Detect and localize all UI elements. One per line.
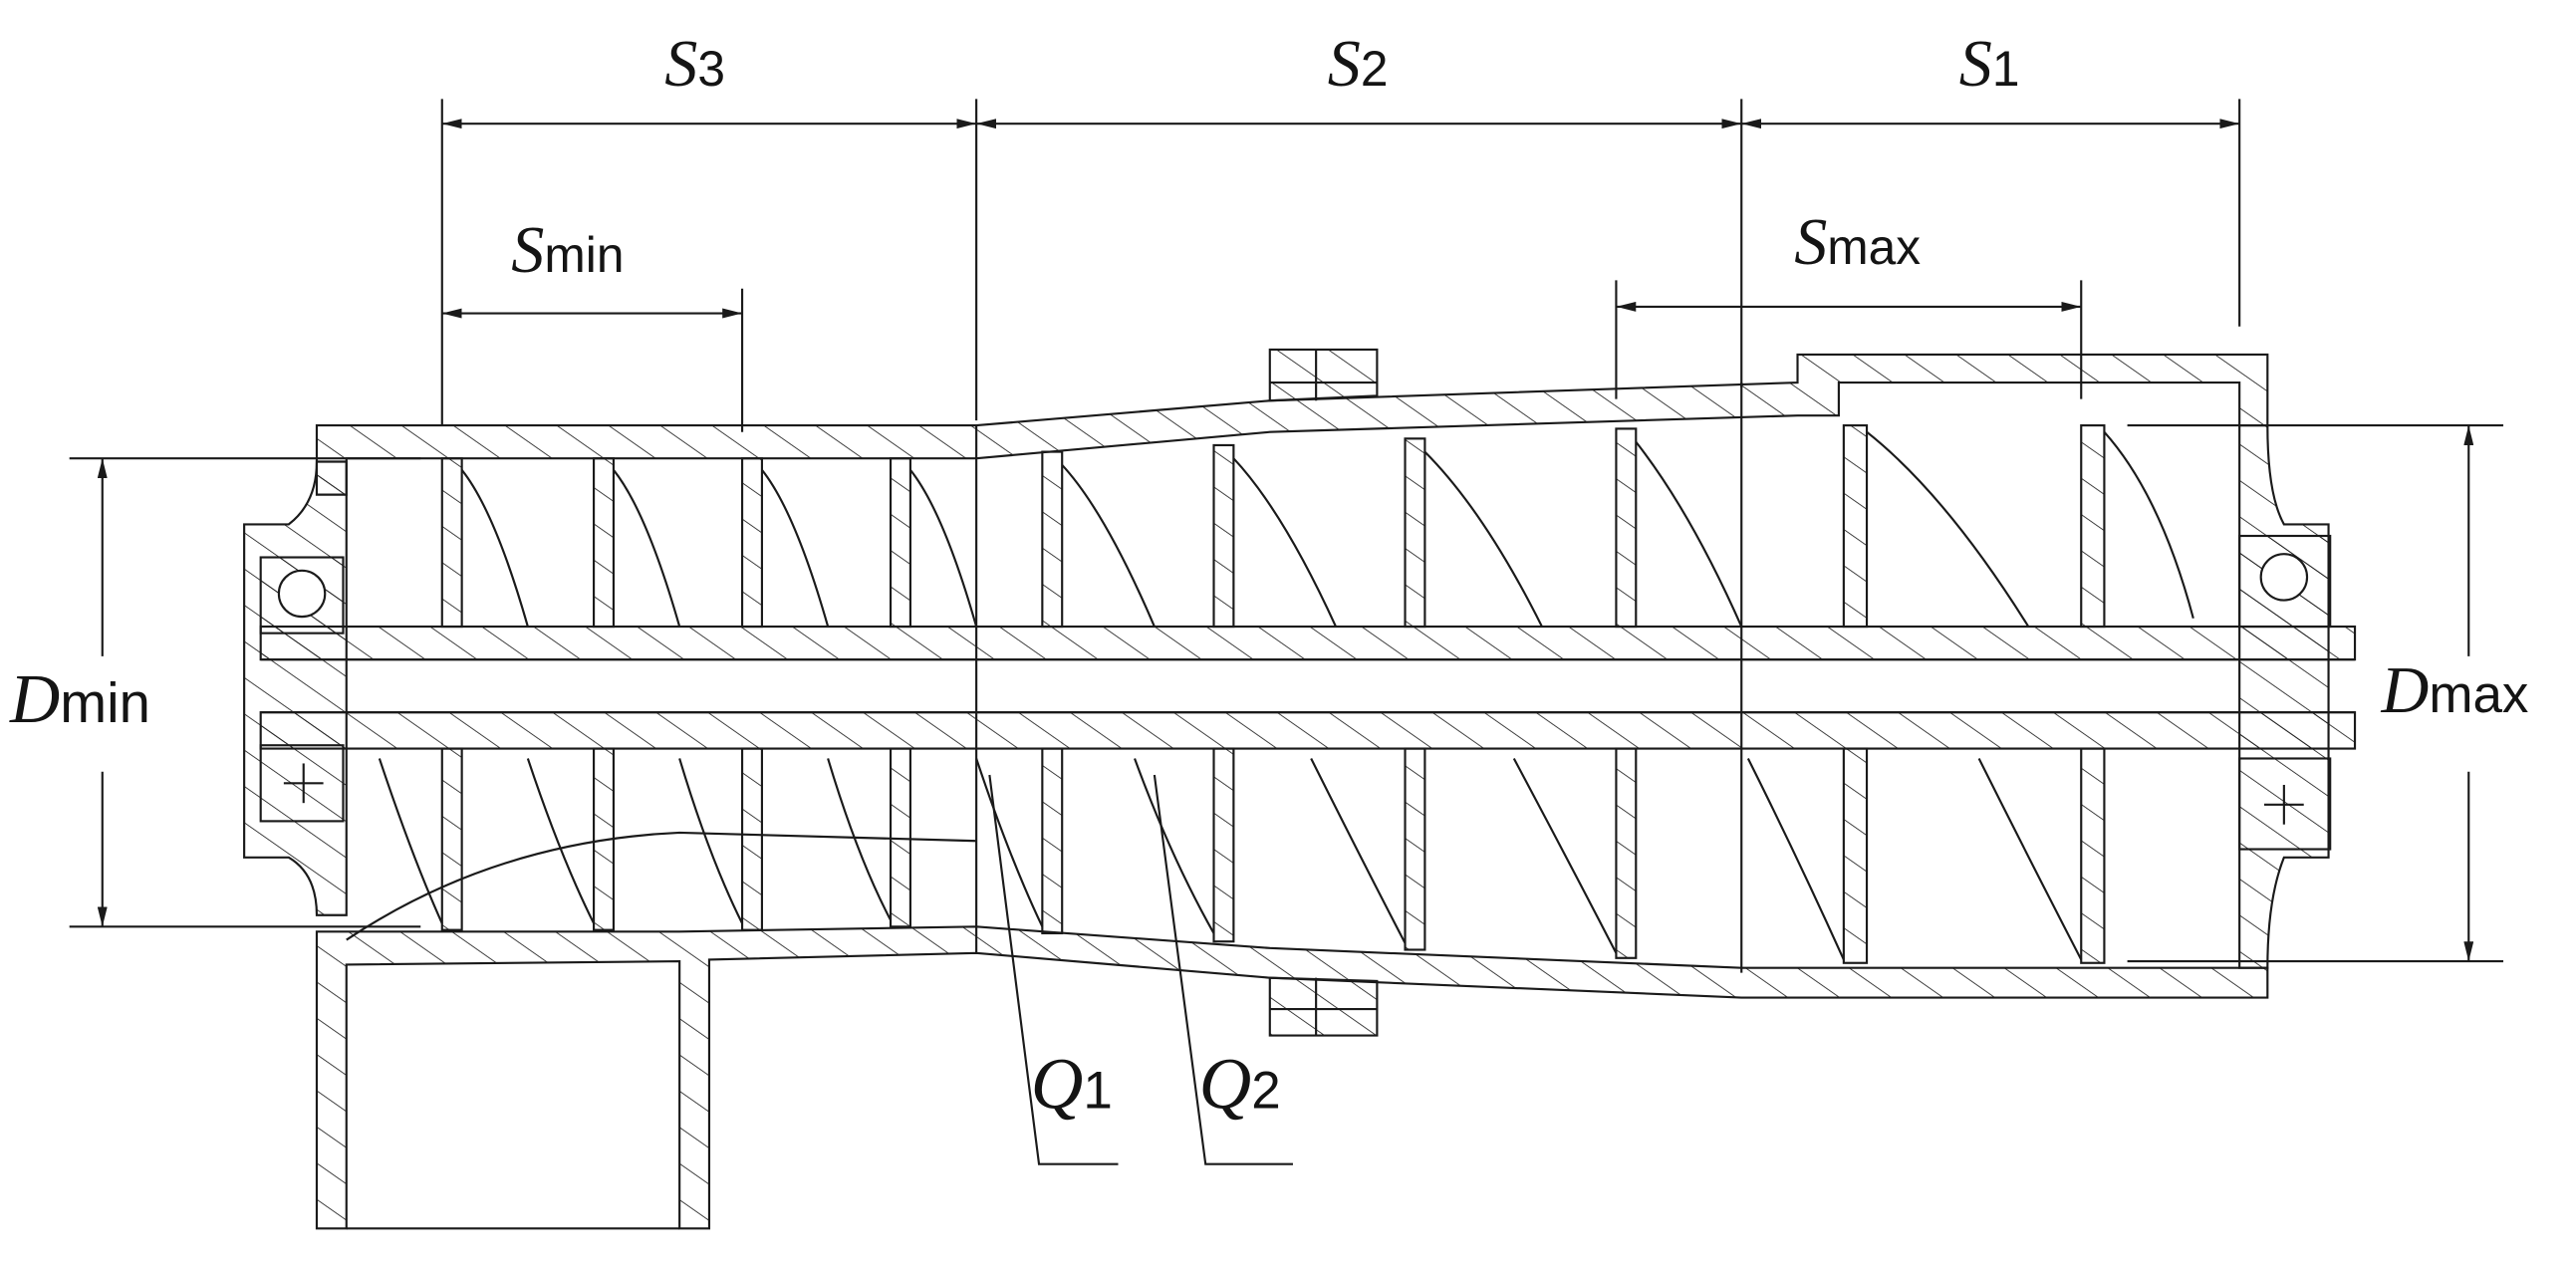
lower-screw-flights: [378, 747, 2106, 964]
left-end-cap: [243, 460, 348, 916]
housing-lower-wall: [315, 831, 2269, 1230]
s3-label: S3: [664, 28, 725, 101]
q2-leader-line: [1153, 774, 1293, 1165]
right-bearing: [2259, 553, 2309, 825]
dimension-lines: [69, 99, 2504, 1165]
smin-label: Smin: [511, 214, 624, 287]
q1-label: Q1: [1031, 1043, 1113, 1124]
upper-screw-flights: [440, 424, 2194, 629]
right-end-cap: [2238, 424, 2332, 969]
screw-shaft: [259, 625, 2357, 750]
dmax-label: Dmax: [2381, 654, 2529, 727]
top-boss: [1268, 348, 1379, 402]
q2-label: Q2: [1199, 1043, 1281, 1124]
left-bearing: [277, 569, 327, 804]
q1-leader-line: [988, 774, 1119, 1165]
smax-label: Smax: [1794, 206, 1921, 279]
bottom-boss: [1268, 976, 1379, 1037]
s2-label: S2: [1328, 28, 1389, 101]
s1-label: S1: [1959, 28, 2020, 101]
dmin-label: Dmin: [9, 661, 150, 738]
